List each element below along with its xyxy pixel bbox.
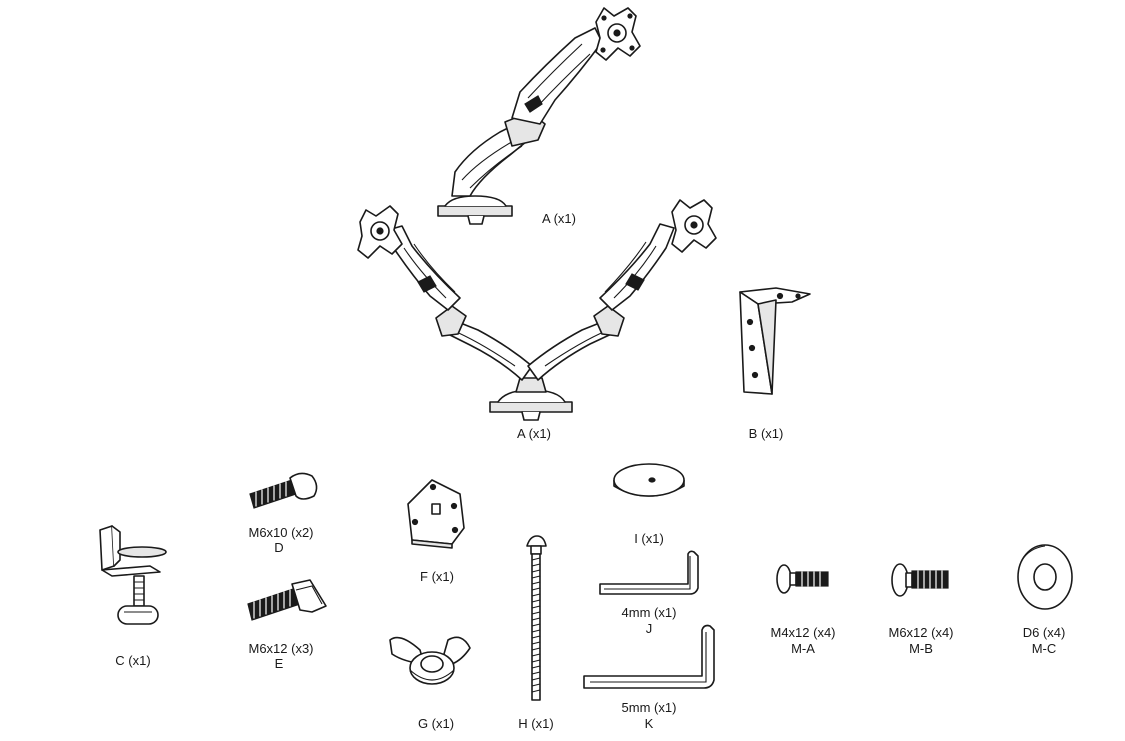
- part-j-code: J: [645, 621, 653, 636]
- part-f-label: F (x1): [420, 569, 454, 584]
- part-k-label: 5mm (x1): [621, 700, 677, 715]
- part-e-label: M6x12 (x3): [248, 641, 314, 656]
- part-a-single-label: A (x1): [542, 211, 576, 226]
- part-d-label: M6x10 (x2): [248, 525, 314, 540]
- part-e-code: E: [274, 656, 284, 671]
- part-a-dual-label: A (x1): [517, 426, 551, 441]
- part-mc-label: D6 (x4): [1022, 625, 1066, 640]
- part-mb-code: M-B: [909, 641, 933, 656]
- part-mb-label: M6x12 (x4): [888, 625, 954, 640]
- part-h-label: H (x1): [518, 716, 554, 731]
- part-mc-code: M-C: [1031, 641, 1057, 656]
- part-b-label: B (x1): [748, 426, 784, 441]
- part-ma-label: M4x12 (x4): [770, 625, 836, 640]
- part-i-label: I (x1): [634, 531, 664, 546]
- part-g-label: G (x1): [417, 716, 455, 731]
- part-d-code: D: [274, 540, 284, 555]
- part-k-code: K: [644, 716, 654, 731]
- part-c-label: C (x1): [115, 653, 151, 668]
- part-j-label: 4mm (x1): [621, 605, 677, 620]
- part-ma-code: M-A: [791, 641, 815, 656]
